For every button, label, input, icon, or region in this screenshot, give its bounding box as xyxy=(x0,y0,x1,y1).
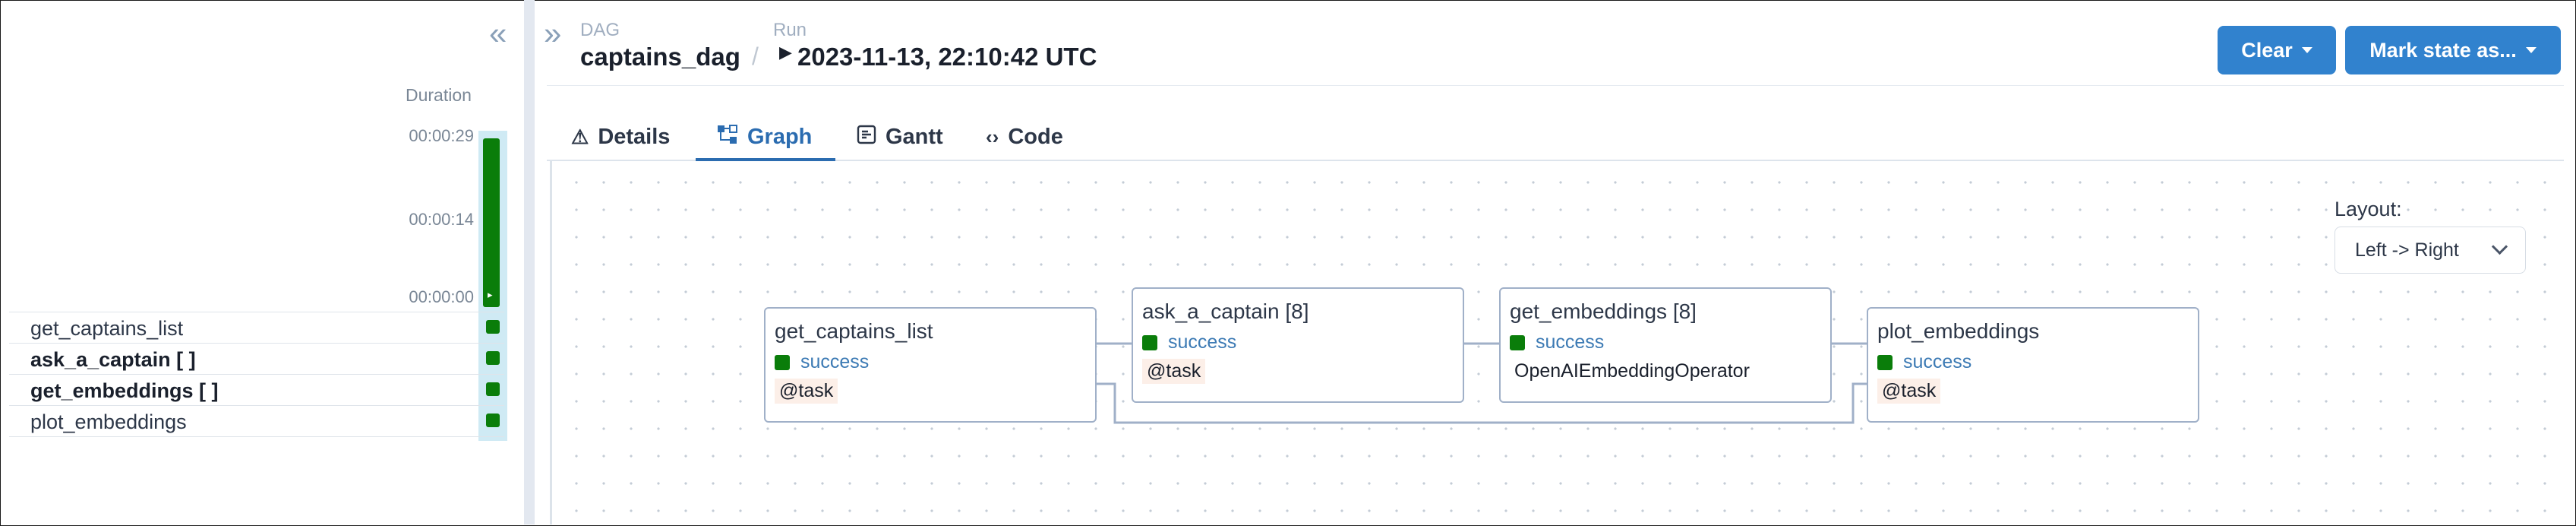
tab-label: Graph xyxy=(747,124,813,149)
status-square-icon xyxy=(1510,334,1525,350)
active-tab-indicator xyxy=(696,158,835,161)
node-operator: @task xyxy=(775,379,838,404)
tab-label: Gantt xyxy=(886,124,943,149)
task-list: get_captains_list ask_a_captain [ ] get_… xyxy=(9,312,504,437)
node-status: success xyxy=(1877,351,1971,373)
play-icon: ▶ xyxy=(779,43,792,62)
node-title: get_captains_list xyxy=(775,319,933,343)
chevron-down-icon xyxy=(2491,238,2508,255)
task-name: get_captains_list xyxy=(30,317,184,340)
breadcrumb-dag-name[interactable]: captains_dag xyxy=(580,43,740,71)
layout-select[interactable]: Left -> Right xyxy=(2334,227,2526,274)
task-row-get-embeddings[interactable]: get_embeddings [ ] xyxy=(9,374,504,405)
node-status: success xyxy=(1510,331,1604,353)
warning-triangle-icon: ⚠ xyxy=(571,125,589,148)
tab-code[interactable]: ‹› Code xyxy=(986,114,1063,160)
caret-down-icon xyxy=(2525,47,2537,53)
node-status-label: success xyxy=(800,351,870,372)
double-chevron-left-icon[interactable]: « xyxy=(489,15,507,51)
status-square-icon xyxy=(1877,354,1893,370)
mark-state-button[interactable]: Mark state as... xyxy=(2345,26,2561,74)
tab-graph[interactable]: Graph xyxy=(717,114,812,160)
node-status: success xyxy=(775,351,869,373)
status-square-icon xyxy=(775,354,790,370)
node-operator: @task xyxy=(1877,379,1941,404)
tab-details[interactable]: ⚠ Details xyxy=(571,114,670,160)
graph-icon xyxy=(717,124,738,150)
tab-label: Details xyxy=(598,124,671,149)
node-status-label: success xyxy=(1536,331,1605,353)
node-status: success xyxy=(1142,331,1236,353)
task-instance-success[interactable] xyxy=(486,382,500,396)
task-name: ask_a_captain [ ] xyxy=(30,348,196,371)
graph-node-plot-embeddings[interactable]: plot_embeddings success @task xyxy=(1867,307,2199,423)
task-row-plot-embeddings[interactable]: plot_embeddings xyxy=(9,405,504,437)
breadcrumb-run-value[interactable]: 2023-11-13, 22:10:42 UTC xyxy=(797,43,1097,71)
graph-node-get-embeddings[interactable]: get_embeddings [8] success OpenAIEmbeddi… xyxy=(1499,287,1832,403)
header-divider xyxy=(547,85,2564,86)
duration-tick-min: 00:00:00 xyxy=(409,287,474,306)
breadcrumb-run-label: Run xyxy=(773,20,807,40)
duration-tick-mid: 00:00:14 xyxy=(409,210,474,229)
task-instance-success[interactable] xyxy=(486,320,500,334)
graph-node-get-captains-list[interactable]: get_captains_list success @task xyxy=(764,307,1097,423)
grid-panel: « Duration 00:00:29 00:00:14 00:00:00 ▸ … xyxy=(0,0,524,524)
task-name: plot_embeddings xyxy=(30,410,187,433)
caret-down-icon xyxy=(2301,47,2312,53)
breadcrumb-separator: / xyxy=(752,43,759,70)
task-row-ask-a-captain[interactable]: ask_a_captain [ ] xyxy=(9,343,504,374)
clear-button[interactable]: Clear xyxy=(2218,26,2336,74)
task-row-get-captains-list[interactable]: get_captains_list xyxy=(9,312,504,343)
tab-gantt[interactable]: Gantt xyxy=(857,114,943,160)
layout-select-value: Left -> Right xyxy=(2355,239,2459,261)
duration-tick-max: 00:00:29 xyxy=(409,126,474,145)
duration-label: Duration xyxy=(406,85,472,105)
node-operator: @task xyxy=(1142,359,1206,384)
tab-label: Code xyxy=(1008,124,1063,149)
code-icon: ‹› xyxy=(986,125,999,148)
node-title: get_embeddings [8] xyxy=(1510,299,1697,323)
node-operator: OpenAIEmbeddingOperator xyxy=(1514,360,1750,382)
node-title: plot_embeddings xyxy=(1877,319,2040,343)
status-square-icon xyxy=(1142,334,1157,350)
breadcrumb-dag-label: DAG xyxy=(580,20,620,40)
double-chevron-right-icon[interactable]: » xyxy=(544,15,562,51)
layout-label: Layout: xyxy=(2334,198,2402,220)
task-instance-success[interactable] xyxy=(486,351,500,365)
gantt-icon xyxy=(857,125,876,150)
mark-state-button-label: Mark state as... xyxy=(2369,38,2517,62)
edge-get-captains-list-to-plot-embeddings xyxy=(1097,382,1867,424)
play-icon: ▸ xyxy=(488,289,493,300)
node-title: ask_a_captain [8] xyxy=(1142,299,1309,323)
node-status-label: success xyxy=(1168,331,1237,353)
clear-button-label: Clear xyxy=(2241,38,2293,62)
run-duration-bar[interactable] xyxy=(483,138,500,307)
task-instance-success[interactable] xyxy=(486,414,500,427)
task-name: get_embeddings [ ] xyxy=(30,379,219,402)
graph-node-ask-a-captain[interactable]: ask_a_captain [8] success @task xyxy=(1132,287,1464,403)
tabs-divider xyxy=(547,160,2564,161)
node-status-label: success xyxy=(1903,351,1972,372)
panel-resize-divider[interactable] xyxy=(524,0,535,524)
